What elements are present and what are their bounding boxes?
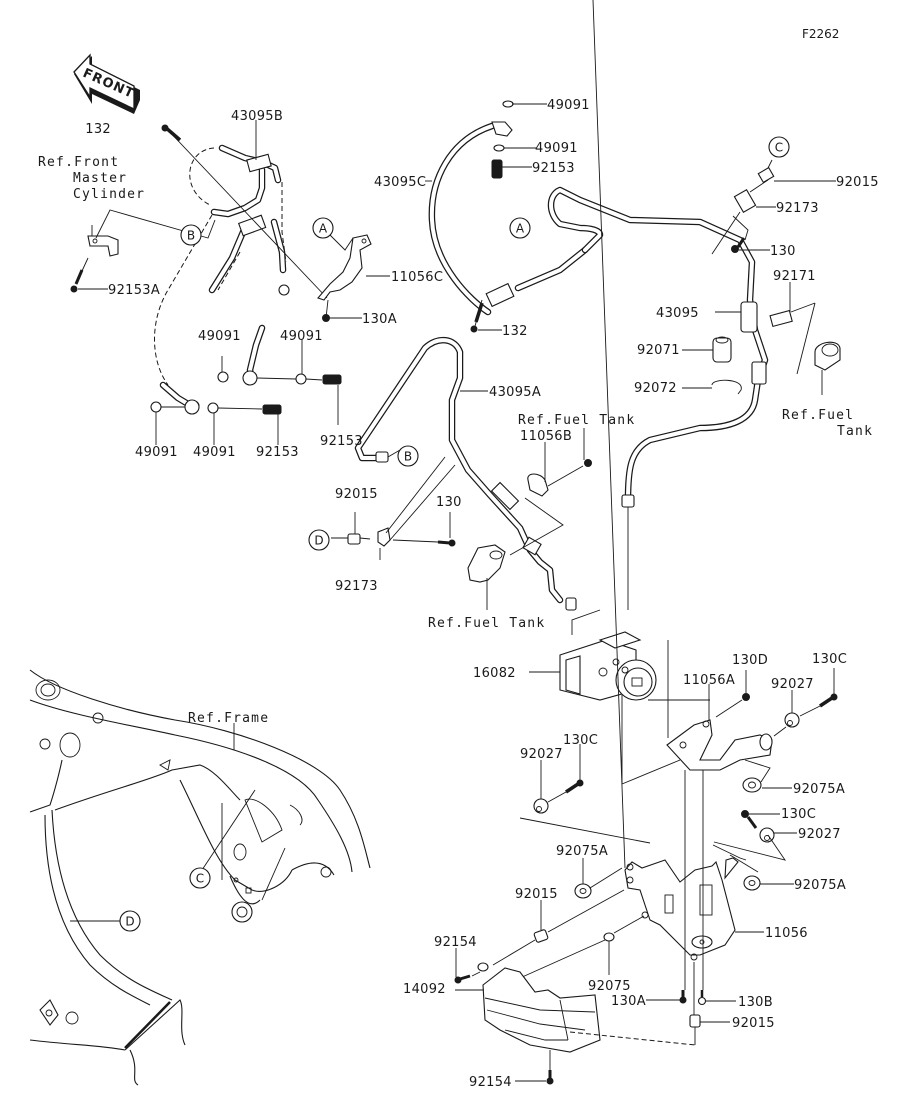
part-number-label: 92027 (798, 827, 841, 842)
connection-point-a: A (312, 217, 334, 239)
part-number-label: 11056B (520, 429, 572, 444)
part-number-label: 92075 (588, 979, 631, 994)
part-number-label: 16082 (473, 666, 516, 681)
joint-c-items (711, 159, 836, 255)
part-number-label: 92153 (532, 161, 575, 176)
screw-92154-bottom (515, 1050, 554, 1085)
connection-point-a: A (509, 217, 531, 239)
cover-14092 (455, 962, 696, 1053)
brake-pipe-43095 (547, 186, 769, 610)
part-number-label: 92171 (773, 269, 816, 284)
part-number-label: 92071 (637, 343, 680, 358)
part-number-label: 92173 (335, 579, 378, 594)
frame-reference (29, 669, 371, 1086)
part-number-label: 49091 (193, 445, 236, 460)
bracket-11056c (317, 234, 372, 322)
master-cylinder-bracket (70, 209, 216, 293)
part-number-label: 49091 (135, 445, 178, 460)
part-number-label: 130C (563, 733, 598, 748)
joint-a-right (470, 246, 589, 333)
ref-fuel-tank-1-label: Ref.Fuel Tank (518, 413, 635, 428)
part-number-label: 130 (770, 244, 796, 259)
part-number-label: 130B (738, 995, 773, 1010)
part-number-label: 132 (85, 122, 111, 137)
part-number-label: 14092 (403, 982, 446, 997)
svg-text:A: A (516, 222, 525, 236)
part-number-label: 130A (611, 994, 646, 1009)
part-number-label: 92153 (320, 434, 363, 449)
mount-right-lower (713, 810, 797, 861)
part-number-label: 92075A (556, 844, 608, 859)
bolts-bottom (646, 962, 736, 1028)
figure-code: F2262 (802, 27, 839, 41)
svg-text:B: B (187, 229, 195, 243)
brake-pipe-43095a (354, 337, 577, 611)
part-number-label: 92015 (836, 175, 879, 190)
part-number-label: 130C (781, 807, 816, 822)
svg-text:D: D (125, 915, 134, 929)
part-number-label: 92154 (469, 1075, 512, 1090)
bracket-11056 (624, 770, 794, 990)
mount-right-upper (742, 668, 838, 793)
ref-frame-label: Ref.Frame (188, 711, 269, 726)
lower-bracket-mounts (492, 0, 645, 979)
part-number-label: 43095B (231, 109, 283, 124)
connection-point-b: B (397, 445, 419, 467)
part-number-label: 49091 (280, 329, 323, 344)
brake-hose-43095c (425, 100, 547, 316)
connection-point-b: B (180, 224, 202, 246)
part-number-label: 130C (812, 652, 847, 667)
hose-fittings-right (682, 282, 841, 395)
ref-fuel-tank-2-label: Ref.Fuel Tank (428, 616, 545, 631)
part-number-label: 11056 (765, 926, 808, 941)
svg-text:A: A (319, 222, 328, 236)
part-number-label: 92153A (108, 283, 160, 298)
part-number-label: 49091 (547, 98, 590, 113)
fuel-tank-bracket-lower (467, 544, 506, 610)
part-number-label: 130D (732, 653, 768, 668)
bolt-132-top (161, 124, 182, 142)
part-number-label: 92173 (776, 201, 819, 216)
leader (164, 126, 328, 299)
part-number-label: 43095 (656, 306, 699, 321)
part-number-label: 43095A (489, 385, 541, 400)
part-number-label: 92015 (335, 487, 378, 502)
connection-point-c: C (189, 867, 211, 889)
connection-point-d: D (119, 910, 141, 932)
abs-unit-16082 (529, 609, 657, 701)
part-number-label: 92075A (794, 878, 846, 893)
svg-text:C: C (775, 141, 783, 155)
part-number-label: 92015 (732, 1016, 775, 1031)
part-number-label: 92015 (515, 887, 558, 902)
part-number-label: 92154 (434, 935, 477, 950)
part-number-label: 43095C (374, 175, 426, 190)
svg-text:D: D (314, 534, 323, 548)
svg-text:B: B (404, 450, 412, 464)
part-number-label: 11056A (683, 673, 735, 688)
svg-text:C: C (196, 872, 204, 886)
connection-point-d: D (308, 529, 330, 551)
part-number-label: 92075A (793, 782, 845, 797)
mount-left-middle (519, 744, 651, 844)
part-number-label: 130A (362, 312, 397, 327)
clip-11056b (509, 428, 592, 556)
part-number-label: 92153 (256, 445, 299, 460)
banjo-group-left (150, 340, 342, 445)
part-number-label: 130 (436, 495, 462, 510)
part-number-label: 92072 (634, 381, 677, 396)
joint-d-items (331, 456, 456, 560)
part-number-label: 92027 (771, 677, 814, 692)
screw-92154-left (454, 948, 481, 984)
part-number-label: 132 (502, 324, 528, 339)
connection-point-c: C (768, 136, 790, 158)
front-arrow-icon: FRONT (73, 53, 140, 114)
part-number-label: 49091 (198, 329, 241, 344)
part-number-label: 49091 (535, 141, 578, 156)
part-number-label: 92027 (520, 747, 563, 762)
part-number-label: 11056C (391, 270, 443, 285)
